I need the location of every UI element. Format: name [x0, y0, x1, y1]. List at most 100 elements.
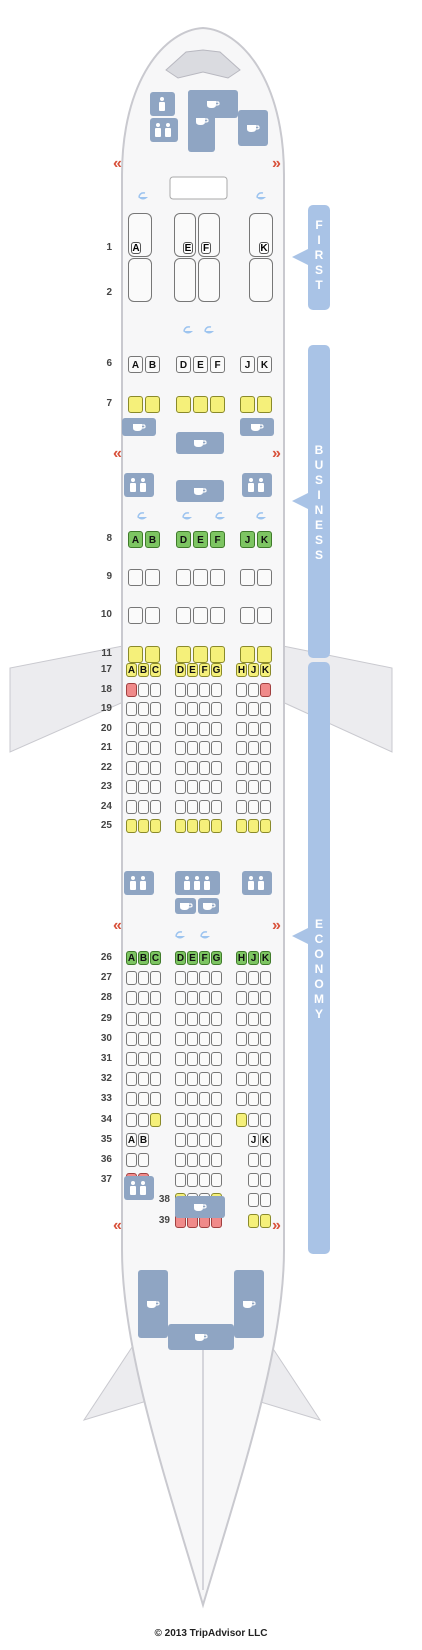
seat: E — [187, 663, 198, 677]
seat: J — [248, 1132, 259, 1147]
bassinet-icon — [200, 931, 210, 939]
seat — [199, 1092, 210, 1107]
bassinet-icon — [175, 931, 185, 939]
seat: H — [236, 951, 247, 965]
seat — [199, 1132, 210, 1147]
seat — [260, 1112, 271, 1127]
seat — [175, 780, 186, 794]
seat — [199, 1072, 210, 1087]
seat: E — [193, 356, 208, 373]
seat — [260, 1213, 271, 1228]
seat — [248, 1011, 259, 1026]
seat — [138, 1072, 149, 1087]
seat — [138, 991, 149, 1006]
seat — [236, 1072, 247, 1087]
seat — [138, 721, 149, 736]
exit-arrow-icon: « — [113, 445, 122, 462]
seat — [126, 1011, 137, 1026]
seat — [145, 607, 160, 624]
galley-cup-icon — [251, 424, 264, 431]
lavatory-icon — [183, 876, 190, 890]
seat: F — [210, 356, 225, 373]
seat — [236, 1112, 247, 1127]
seat — [175, 702, 186, 716]
seat-letter: A — [131, 242, 141, 254]
class-label-letter: C — [314, 932, 324, 946]
lavatory-icon — [193, 876, 200, 890]
seat — [211, 682, 222, 697]
business-class-bar — [308, 345, 330, 658]
row-number: 6 — [106, 358, 112, 369]
lavatory-icon — [258, 876, 264, 890]
seat-letter: F — [201, 242, 211, 254]
row-number: 10 — [100, 609, 112, 620]
seat — [199, 1153, 210, 1167]
seat — [260, 971, 271, 986]
seat — [175, 991, 186, 1006]
row-number: 26 — [100, 952, 112, 963]
seat — [236, 819, 247, 833]
class-bar-pointer — [292, 928, 308, 944]
seat — [175, 721, 186, 736]
exit-arrow-icon: « — [113, 1217, 122, 1234]
seat: G — [211, 663, 222, 677]
seat: B — [138, 1132, 149, 1147]
seat — [211, 1112, 222, 1127]
seat — [128, 396, 143, 413]
row-number: 25 — [100, 820, 112, 831]
lavatory-icon — [130, 478, 136, 492]
lavatory-icon — [258, 478, 264, 492]
class-label-letter: S — [314, 473, 323, 487]
seat — [145, 646, 160, 663]
bulkhead-screen — [169, 176, 228, 200]
seat — [199, 1173, 210, 1188]
seat — [187, 991, 198, 1006]
seat: E — [193, 531, 208, 548]
seat — [260, 1072, 271, 1087]
lavatory — [124, 871, 154, 895]
seat — [150, 971, 161, 986]
seat — [248, 760, 259, 775]
seat — [126, 780, 137, 794]
class-label-letter: U — [314, 458, 324, 472]
seat — [199, 991, 210, 1006]
lavatory-icon — [140, 1181, 146, 1195]
class-label-letter: S — [314, 548, 323, 562]
seat — [138, 780, 149, 794]
seat — [126, 1092, 137, 1107]
seat — [187, 721, 198, 736]
seat — [187, 702, 198, 716]
class-bar-pointer — [292, 493, 308, 509]
lavatory — [242, 871, 272, 895]
seat — [248, 780, 259, 794]
seat: J — [248, 663, 259, 677]
seat: B — [145, 531, 160, 548]
exit-arrow-icon: » — [272, 917, 281, 934]
seat — [211, 799, 222, 814]
seat — [236, 682, 247, 697]
galley-cup-icon — [207, 101, 220, 108]
row-number: 30 — [100, 1032, 112, 1044]
seat — [138, 1031, 149, 1046]
bassinet-icon — [256, 192, 266, 200]
seat — [260, 721, 271, 736]
seat — [138, 799, 149, 814]
row-number: 17 — [100, 664, 112, 675]
cockpit-windows — [165, 49, 241, 79]
seat — [248, 1031, 259, 1046]
seat — [240, 569, 255, 586]
seat — [150, 682, 161, 697]
seat — [248, 721, 259, 736]
seat — [187, 1011, 198, 1026]
seat — [199, 1112, 210, 1127]
class-label-letter: I — [317, 233, 321, 247]
seat — [150, 780, 161, 794]
seat — [187, 1031, 198, 1046]
seat — [240, 646, 255, 663]
seat — [248, 702, 259, 716]
seat — [126, 702, 137, 716]
seat — [193, 396, 208, 413]
